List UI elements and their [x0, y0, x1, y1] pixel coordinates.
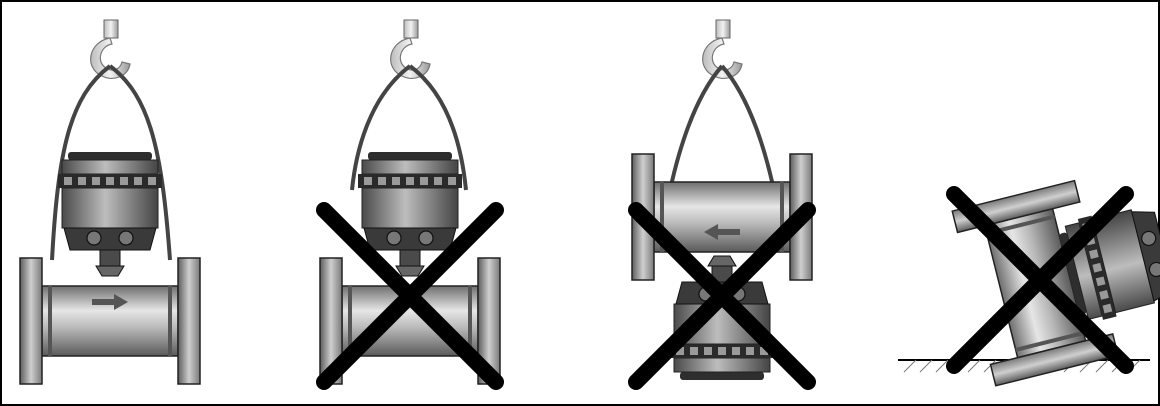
transmitter-head-inverted [670, 256, 774, 380]
transmitter-head [58, 152, 162, 276]
panel-incorrect-inverted [632, 20, 812, 382]
lifting-sling [668, 66, 776, 200]
hook-icon [391, 20, 430, 78]
panel-incorrect-tipped [898, 157, 1160, 385]
panel-correct-lift [20, 20, 200, 384]
flow-tube [20, 258, 200, 384]
hook-icon [703, 20, 742, 78]
hook-icon [91, 20, 130, 78]
panel-incorrect-lift-by-head [320, 20, 500, 384]
